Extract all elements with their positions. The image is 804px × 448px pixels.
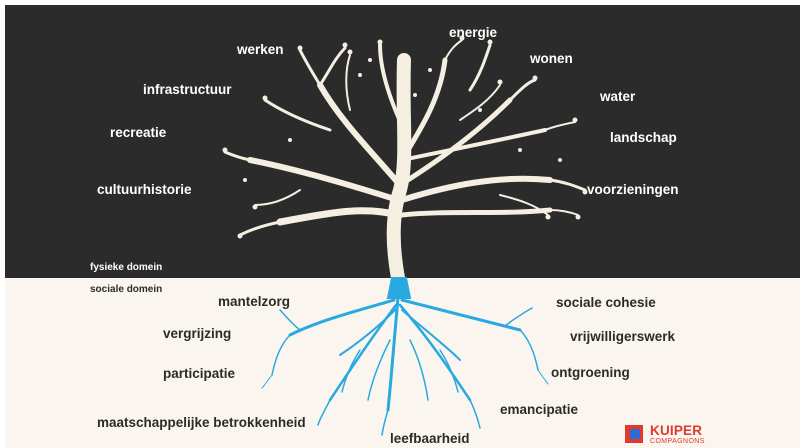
label-emancipatie: emancipatie	[500, 402, 579, 417]
tree-canopy	[223, 39, 587, 285]
label-ontgroening: ontgroening	[551, 365, 630, 380]
physical-domain-heading: fysieke domein	[90, 262, 163, 273]
label-cultuurhistorie: cultuurhistorie	[97, 182, 192, 197]
label-vrijwilligerswerk: vrijwilligerswerk	[570, 329, 676, 344]
label-infrastructuur: infrastructuur	[143, 82, 232, 97]
logo-title: KUIPER	[650, 423, 703, 438]
label-recreatie: recreatie	[110, 125, 167, 140]
label-werken: werken	[237, 42, 284, 57]
logo-subtitle: COMPAGNONS	[650, 438, 705, 445]
label-energie: energie	[449, 25, 498, 40]
label-vergrijzing: vergrijzing	[163, 326, 232, 341]
label-voorzieningen: voorzieningen	[587, 182, 679, 197]
label-water: water	[600, 89, 636, 104]
label-maatschappelijke-betrokkenheid: maatschappelijke betrokkenheid	[97, 415, 306, 430]
label-wonen: wonen	[530, 51, 573, 66]
tree-roots	[261, 277, 549, 436]
social-domain-heading: sociale domein	[90, 284, 163, 295]
logo-mark-icon	[625, 425, 643, 443]
label-landschap: landschap	[610, 130, 677, 145]
label-participatie: participatie	[163, 366, 236, 381]
kuiper-compagnons-logo: KUIPER COMPAGNONS	[625, 423, 765, 448]
label-leefbaarheid: leefbaarheid	[390, 431, 470, 446]
label-sociale-cohesie: sociale cohesie	[556, 295, 656, 310]
label-mantelzorg: mantelzorg	[218, 294, 291, 309]
tree-leaves	[222, 35, 588, 239]
